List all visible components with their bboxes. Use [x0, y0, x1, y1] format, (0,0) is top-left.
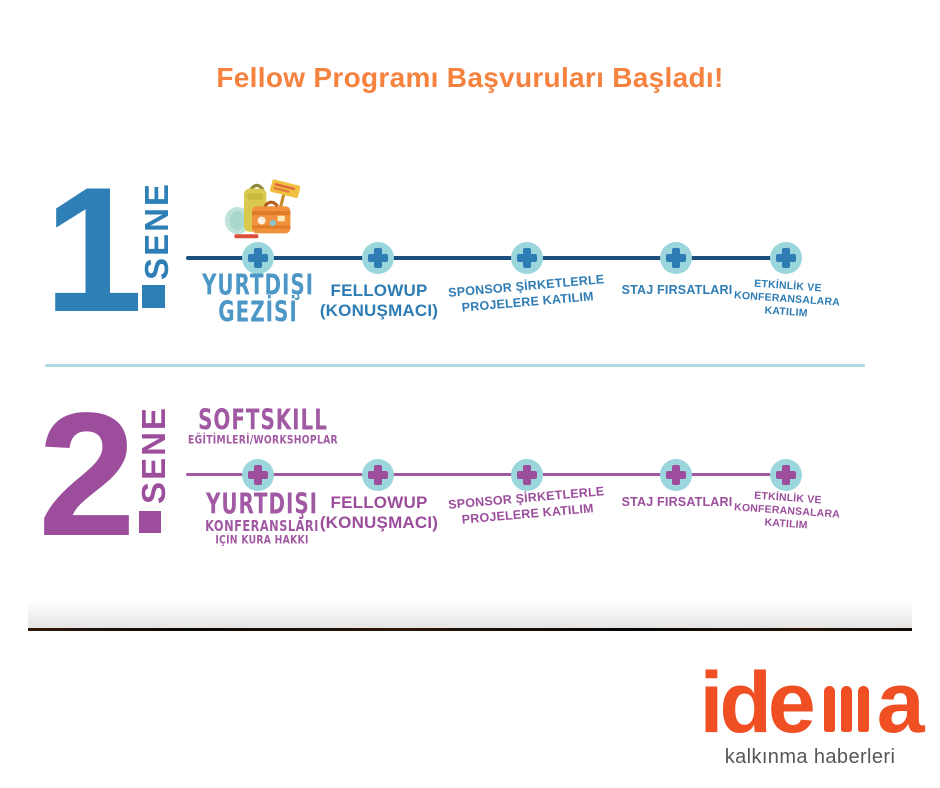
year2-number: 2 — [38, 377, 136, 573]
year1-number: 1 — [44, 150, 143, 349]
year1-number-dot — [142, 285, 165, 308]
year2-sene-label: SENE — [135, 406, 172, 504]
page-edge-shadow — [28, 601, 912, 628]
logo-m-glyph — [821, 660, 872, 746]
logo-text-prefix: ide — [699, 655, 815, 751]
milestone-label-y2-softskill: SOFTSKILL EĞİTİMLERİ/WORKSHOPLAR — [188, 403, 338, 448]
milestone-label-y1-staj: STAJ FIRSATLARI — [621, 283, 733, 297]
milestone-label-y1-yurtdisi-gezisi: YURTDIŞI GEZİSİ — [201, 268, 315, 329]
milestone-label-y2-fellowup: FELLOWUP (KONUŞMACI) — [319, 493, 439, 532]
page-edge-line — [28, 628, 912, 631]
milestone-label-y1-fellowup: FELLOWUP (KONUŞMACI) — [319, 281, 439, 320]
plus-icon — [660, 242, 692, 274]
plus-icon — [511, 459, 543, 491]
year1-timeline-line — [186, 256, 786, 260]
year2-number-dot — [139, 511, 161, 533]
logo-text-suffix: a — [876, 655, 925, 751]
logo-tagline: kalkınma haberleri — [724, 746, 896, 768]
plus-icon — [362, 459, 394, 491]
plus-icon — [242, 242, 274, 274]
milestone-label-y2-staj: STAJ FIRSATLARI — [621, 495, 733, 509]
plus-icon — [660, 459, 692, 491]
milestone-label-y2-yurtdisi-konferanslari: YURTDIŞI KONFERANSLARI İÇİN KURA HAKKI — [205, 487, 319, 548]
milestone-label-y2-sponsor: SPONSOR ŞİRKETLERLE PROJELERE KATILIM — [447, 484, 605, 527]
page-title: Fellow Programı Başvuruları Başladı! — [216, 62, 724, 93]
plus-icon — [242, 459, 274, 491]
plus-icon — [362, 242, 394, 274]
section-divider — [45, 364, 865, 367]
milestone-label-y2-etkinlik: ETKİNLİK VE KONFERANSALARA KATILIM — [733, 489, 841, 532]
plus-icon — [511, 242, 543, 274]
year1-sene-label: SENE — [138, 182, 175, 280]
plus-icon — [770, 242, 802, 274]
year2-timeline-line — [186, 473, 786, 476]
milestone-label-y1-etkinlik: ETKİNLİK VE KONFERANSALARA KATILIM — [733, 277, 841, 320]
plus-icon — [770, 459, 802, 491]
milestone-label-y1-sponsor: SPONSOR ŞİRKETLERLE PROJELERE KATILIM — [447, 272, 605, 315]
luggage-illustration — [224, 179, 300, 239]
